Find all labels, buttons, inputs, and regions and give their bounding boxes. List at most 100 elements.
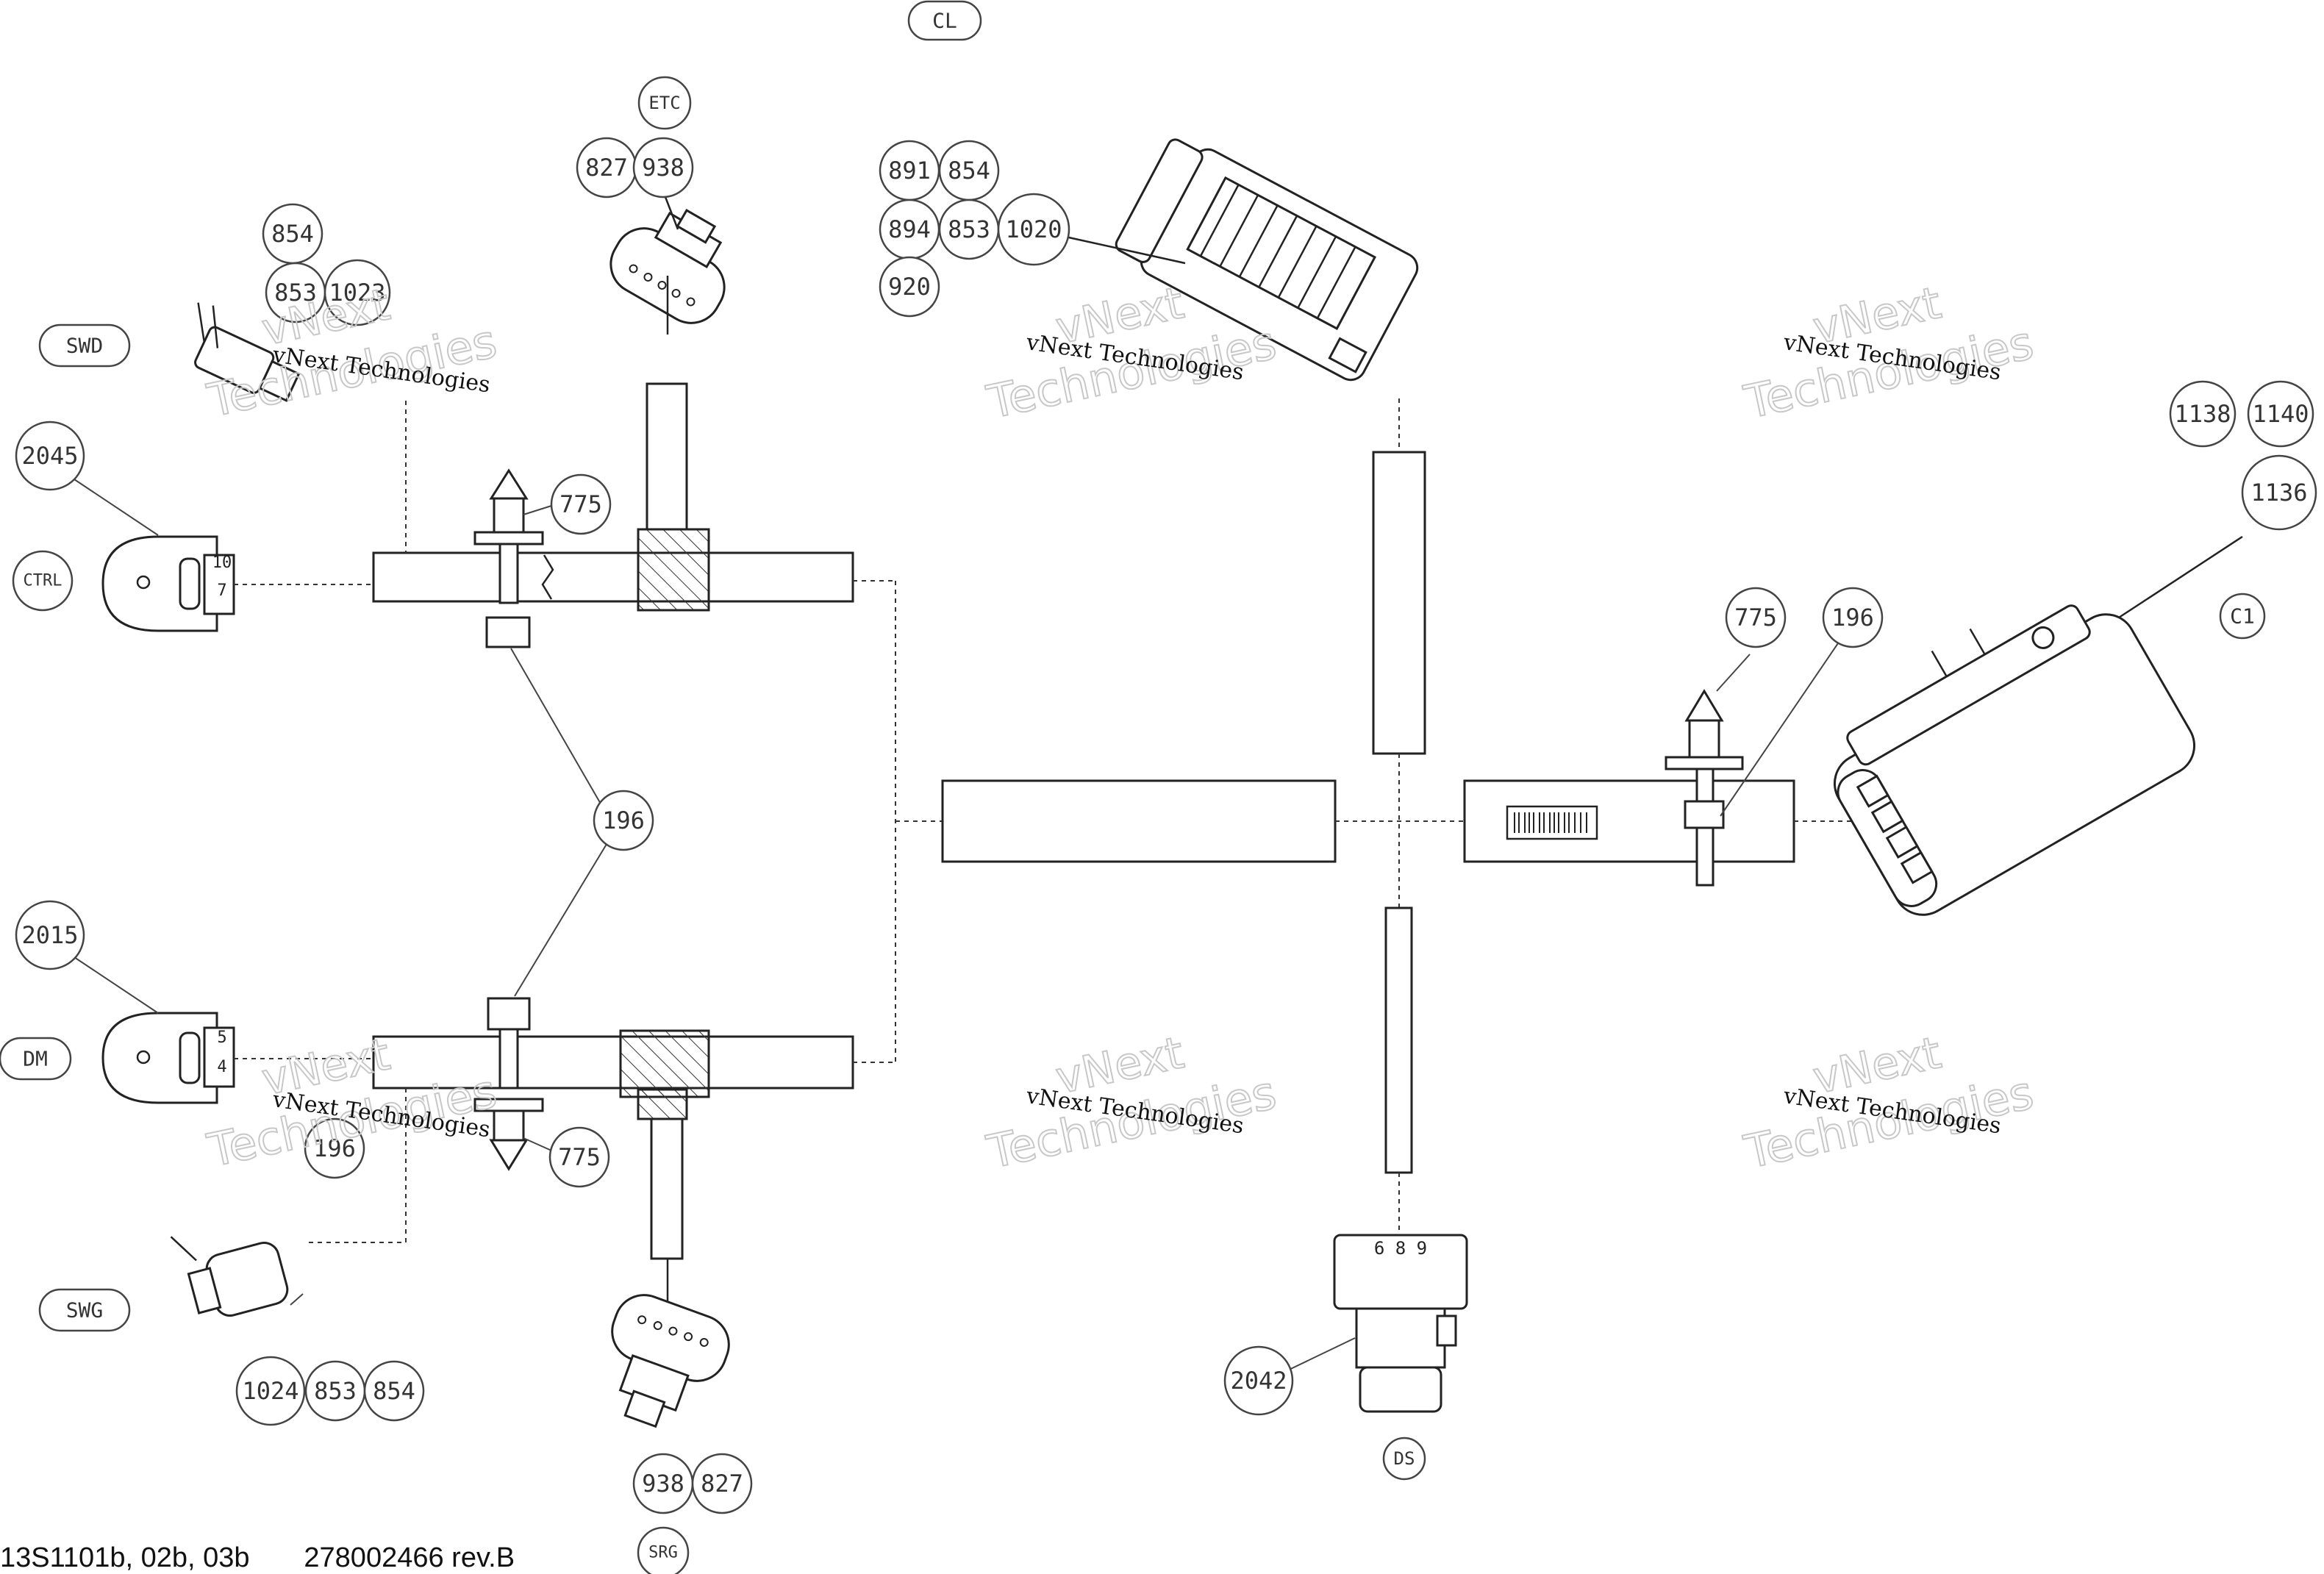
svg-text:938: 938 bbox=[642, 154, 684, 182]
callout-right-clip-775: 775 bbox=[1725, 587, 1787, 648]
svg-text:938: 938 bbox=[642, 1470, 684, 1498]
srg-connector-icon bbox=[611, 1294, 730, 1428]
tag-srg: SRG bbox=[637, 1526, 690, 1574]
dm-pin-top: 5 bbox=[217, 1029, 226, 1047]
svg-text:894: 894 bbox=[888, 215, 931, 243]
svg-text:CTRL: CTRL bbox=[24, 572, 62, 590]
callout-cl-1020: 1020 bbox=[997, 193, 1070, 266]
tag-cl: CL bbox=[907, 0, 982, 41]
svg-text:854: 854 bbox=[373, 1377, 415, 1405]
harness-branch-upper-left bbox=[372, 382, 896, 1062]
svg-text:775: 775 bbox=[1734, 604, 1777, 632]
callout-cl-891: 891 bbox=[879, 140, 940, 201]
callout-clip-196: 196 bbox=[593, 790, 654, 851]
svg-text:1136: 1136 bbox=[2250, 479, 2307, 507]
watermark-bottom-right: vNext Technologies bbox=[1739, 1026, 2039, 1180]
callout-swd-1023: 1023 bbox=[323, 259, 391, 326]
ds-pin-labels: 6 8 9 bbox=[1374, 1238, 1427, 1259]
tag-etc: ETC bbox=[637, 76, 692, 130]
figure-reference: 13S1101b, 02b, 03b bbox=[0, 1542, 250, 1573]
callout-cl-853: 853 bbox=[938, 198, 1000, 260]
c1-connector-icon bbox=[1833, 604, 2196, 916]
tag-ds: DS bbox=[1382, 1437, 1426, 1481]
watermark-bottom-center: vNext Technologies bbox=[982, 1026, 1281, 1180]
svg-text:C1: C1 bbox=[2230, 604, 2255, 629]
callout-etc-827: 827 bbox=[576, 137, 637, 198]
svg-text:CL: CL bbox=[932, 9, 957, 33]
barcode-label bbox=[1506, 805, 1598, 840]
tag-c1: C1 bbox=[2219, 593, 2266, 640]
cl-connector-icon bbox=[1115, 138, 1419, 382]
svg-text:853: 853 bbox=[274, 279, 317, 307]
etc-connector-icon bbox=[609, 209, 726, 324]
callout-cl-920: 920 bbox=[879, 256, 940, 318]
svg-text:920: 920 bbox=[888, 273, 931, 301]
ctrl-connector-icon: 10 7 bbox=[101, 535, 235, 632]
callout-srg-827: 827 bbox=[691, 1453, 753, 1514]
svg-text:775: 775 bbox=[559, 490, 602, 518]
callout-c1-1138: 1138 bbox=[2169, 380, 2237, 448]
svg-text:SRG: SRG bbox=[648, 1544, 678, 1562]
svg-text:853: 853 bbox=[948, 215, 990, 243]
callout-ctrl-2045: 2045 bbox=[15, 421, 85, 491]
svg-text:2045: 2045 bbox=[21, 442, 78, 470]
svg-text:DS: DS bbox=[1394, 1448, 1415, 1469]
callout-c1-1140: 1140 bbox=[2247, 380, 2314, 448]
callout-clip-top-775: 775 bbox=[550, 473, 612, 535]
svg-text:1140: 1140 bbox=[2252, 400, 2309, 428]
svg-text:SWG: SWG bbox=[66, 1298, 104, 1323]
tag-swd: SWD bbox=[38, 323, 131, 368]
ds-connector-icon: 6 8 9 bbox=[1333, 1234, 1468, 1413]
leader-lines bbox=[69, 476, 1839, 1383]
svg-text:854: 854 bbox=[948, 157, 990, 185]
ctrl-pin-bottom: 7 bbox=[217, 582, 226, 600]
callout-swg-1024: 1024 bbox=[235, 1356, 306, 1426]
footer-reference: 13S1101b, 02b, 03b 278002466 rev.B bbox=[0, 1542, 515, 1574]
callout-cl-854: 854 bbox=[938, 140, 1000, 201]
svg-text:827: 827 bbox=[701, 1470, 743, 1498]
svg-text:1024: 1024 bbox=[242, 1377, 298, 1405]
clip-lower-left-icon bbox=[473, 997, 544, 1171]
dm-connector-icon: 5 4 bbox=[101, 1012, 235, 1104]
document-reference: 278002466 rev.B bbox=[304, 1542, 515, 1573]
svg-text:196: 196 bbox=[1831, 604, 1874, 632]
svg-text:891: 891 bbox=[888, 157, 931, 185]
harness-branch-lower-left bbox=[372, 1029, 895, 1260]
swg-connector-icon bbox=[170, 1236, 289, 1317]
svg-text:775: 775 bbox=[558, 1143, 601, 1171]
svg-text:SWD: SWD bbox=[66, 334, 104, 358]
svg-text:854: 854 bbox=[271, 220, 314, 248]
svg-text:1023: 1023 bbox=[329, 279, 385, 307]
clip-right-icon bbox=[1665, 689, 1744, 887]
callout-srg-938: 938 bbox=[632, 1453, 694, 1514]
dm-pin-bottom: 4 bbox=[217, 1058, 226, 1076]
callout-swg-854: 854 bbox=[363, 1360, 425, 1422]
callout-right-clip-196: 196 bbox=[1822, 587, 1884, 648]
callout-dm-2015: 2015 bbox=[15, 900, 85, 970]
callout-swd-854: 854 bbox=[262, 203, 323, 265]
callout-swd-853: 853 bbox=[265, 262, 326, 323]
callout-ds-2042: 2042 bbox=[1223, 1345, 1294, 1416]
tag-dm: DM bbox=[0, 1037, 72, 1081]
svg-text:2015: 2015 bbox=[21, 921, 78, 949]
svg-text:2042: 2042 bbox=[1230, 1367, 1287, 1395]
callout-cl-894: 894 bbox=[879, 198, 940, 260]
svg-text:1020: 1020 bbox=[1005, 215, 1062, 243]
svg-text:853: 853 bbox=[314, 1377, 357, 1405]
swd-connector-icon bbox=[194, 302, 301, 402]
callout-etc-938: 938 bbox=[632, 137, 694, 198]
svg-text:DM: DM bbox=[23, 1047, 48, 1071]
svg-text:1138: 1138 bbox=[2174, 400, 2231, 428]
harness-main-trunk bbox=[895, 398, 1882, 1242]
svg-text:ETC: ETC bbox=[648, 93, 680, 113]
tag-swg: SWG bbox=[38, 1288, 131, 1332]
clip-upper-left-icon bbox=[473, 468, 544, 648]
svg-text:196: 196 bbox=[602, 806, 645, 834]
callout-dm-196: 196 bbox=[304, 1117, 365, 1179]
svg-text:827: 827 bbox=[585, 154, 628, 182]
ctrl-pin-top: 10 bbox=[212, 554, 232, 572]
callout-clip-bottom-775: 775 bbox=[548, 1126, 610, 1188]
callout-swg-853: 853 bbox=[304, 1360, 366, 1422]
callout-c1-1136: 1136 bbox=[2241, 454, 2317, 531]
